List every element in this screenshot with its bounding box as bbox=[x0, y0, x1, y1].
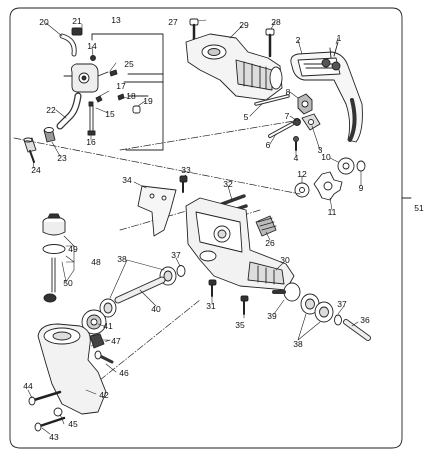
callout-42: 42 bbox=[99, 390, 109, 400]
bolt-4 bbox=[293, 136, 299, 151]
callout-21: 21 bbox=[72, 16, 82, 26]
cap-48 bbox=[42, 213, 66, 236]
callout-27: 27 bbox=[168, 17, 178, 27]
nozzle-23 bbox=[43, 127, 56, 143]
callout-37-b: 37 bbox=[337, 299, 347, 309]
callout-16: 16 bbox=[86, 137, 96, 147]
bolt-35 bbox=[240, 295, 249, 315]
callout-3: 3 bbox=[317, 145, 323, 155]
pump-assembly bbox=[63, 55, 141, 136]
callout-29: 29 bbox=[239, 20, 249, 30]
callout-13: 13 bbox=[111, 15, 121, 25]
callout-14: 14 bbox=[87, 41, 97, 51]
callout-10: 10 bbox=[321, 152, 331, 162]
callout-33: 33 bbox=[181, 165, 191, 175]
callout-46: 46 bbox=[119, 368, 129, 378]
callout-8: 8 bbox=[285, 87, 291, 97]
centerline-e bbox=[99, 299, 201, 381]
bearing-26 bbox=[255, 215, 277, 237]
callout-4: 4 bbox=[293, 153, 299, 163]
gasket-49 bbox=[42, 244, 66, 254]
callout-31: 31 bbox=[206, 301, 216, 311]
callout-38-b: 38 bbox=[293, 339, 303, 349]
nut-8 bbox=[297, 93, 313, 115]
callout-34: 34 bbox=[122, 175, 132, 185]
rod-5 bbox=[254, 94, 290, 106]
callout-24: 24 bbox=[31, 165, 41, 175]
screw-1 bbox=[321, 41, 341, 71]
callout-11: 11 bbox=[327, 207, 337, 217]
callout-18: 18 bbox=[126, 91, 136, 101]
callout-26: 26 bbox=[265, 238, 275, 248]
ring-37-a bbox=[176, 265, 186, 277]
callout-32: 32 bbox=[223, 179, 233, 189]
callout-47: 47 bbox=[111, 336, 121, 346]
pinion-39 bbox=[272, 282, 301, 302]
screw-44 bbox=[28, 390, 62, 406]
bolt-46 bbox=[94, 350, 114, 364]
callout-19: 19 bbox=[143, 96, 153, 106]
gear-41 bbox=[81, 309, 107, 335]
callout-38-a: 38 bbox=[117, 254, 127, 264]
callout-6: 6 bbox=[265, 140, 271, 150]
filter-50 bbox=[43, 257, 57, 303]
callout-30: 30 bbox=[280, 255, 290, 265]
centerline-a bbox=[13, 137, 301, 195]
pin-6 bbox=[268, 122, 294, 138]
washer-10 bbox=[337, 157, 355, 175]
callout-37-a: 37 bbox=[171, 250, 181, 260]
callout-41: 41 bbox=[103, 321, 113, 331]
callout-50: 50 bbox=[63, 278, 73, 288]
callout-1: 1 bbox=[336, 33, 342, 43]
callout-43: 43 bbox=[49, 432, 59, 442]
screw-33 bbox=[179, 175, 188, 193]
ring-37-b bbox=[334, 314, 342, 326]
bearing-38-right bbox=[300, 293, 334, 323]
callout-12: 12 bbox=[297, 169, 307, 179]
bracket-34 bbox=[137, 185, 177, 237]
callout-22: 22 bbox=[46, 105, 56, 115]
callout-45: 45 bbox=[68, 419, 78, 429]
callout-36: 36 bbox=[360, 315, 370, 325]
callout-5: 5 bbox=[243, 112, 249, 122]
callout-51: 51 bbox=[414, 203, 424, 213]
callout-9: 9 bbox=[358, 183, 364, 193]
bolt-28 bbox=[265, 28, 275, 58]
callout-25: 25 bbox=[124, 59, 134, 69]
plate-3 bbox=[301, 113, 321, 131]
bolt-27 bbox=[189, 18, 199, 46]
assembly-border bbox=[9, 7, 403, 449]
callout-35: 35 bbox=[235, 320, 245, 330]
callout-28: 28 bbox=[271, 17, 281, 27]
callout-15: 15 bbox=[105, 109, 115, 119]
callout-17: 17 bbox=[116, 81, 126, 91]
screw-43 bbox=[34, 416, 66, 432]
bolt-31 bbox=[208, 279, 217, 297]
callout-40: 40 bbox=[151, 304, 161, 314]
callout-20: 20 bbox=[39, 17, 49, 27]
bracket-13 bbox=[91, 33, 164, 151]
callout-2: 2 bbox=[295, 35, 301, 45]
housing-29 bbox=[185, 33, 283, 101]
gear-11 bbox=[313, 171, 343, 201]
callout-44: 44 bbox=[23, 381, 33, 391]
callout-48: 48 bbox=[91, 257, 101, 267]
callout-23: 23 bbox=[57, 153, 67, 163]
centerline-b bbox=[119, 119, 301, 151]
callout-49: 49 bbox=[68, 244, 78, 254]
callout-7: 7 bbox=[284, 111, 290, 121]
fitting-47 bbox=[89, 333, 105, 349]
shaft-36 bbox=[343, 319, 371, 341]
callout-39: 39 bbox=[267, 311, 277, 321]
